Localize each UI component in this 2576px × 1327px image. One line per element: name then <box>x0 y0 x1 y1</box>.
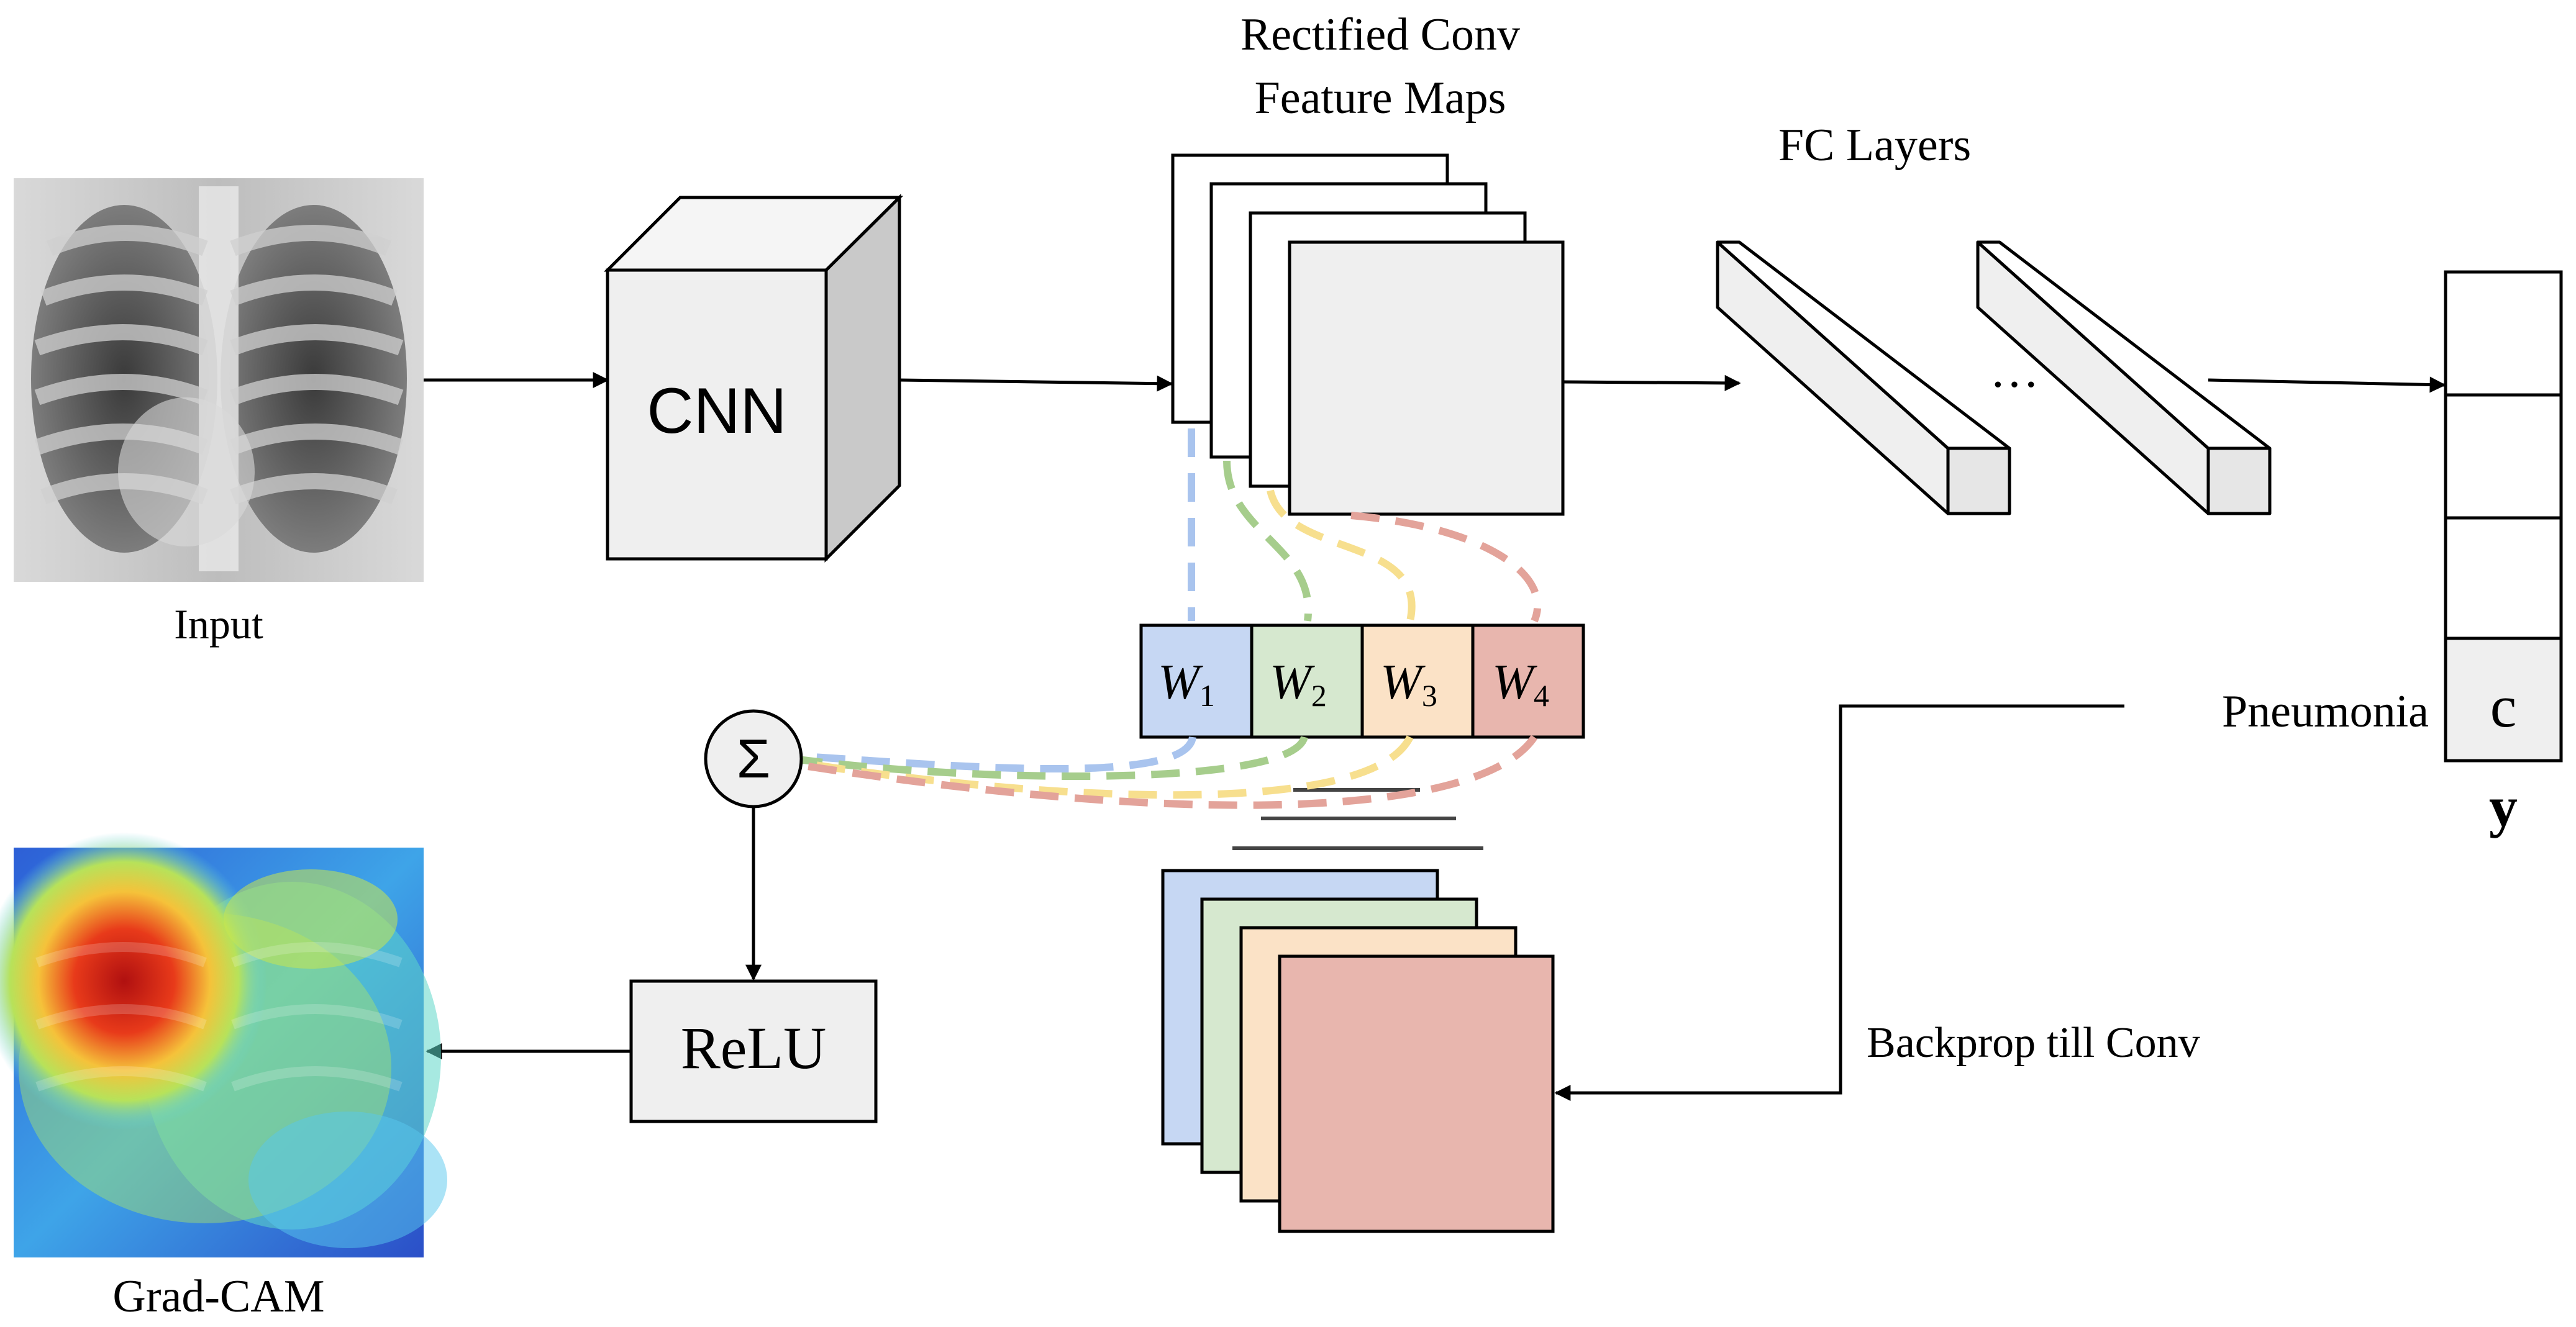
weight-sum-connections <box>783 735 1537 809</box>
cnn-block: CNN <box>603 194 904 563</box>
arrow-maps-fc <box>1563 374 1741 391</box>
weight-w2-label: W2 <box>1270 655 1327 713</box>
weight-w1-label: W1 <box>1158 655 1215 713</box>
relu-label: ReLU <box>681 1015 827 1081</box>
sum-symbol: Σ <box>737 728 770 789</box>
gradcam-label: Grad-CAM <box>112 1271 324 1322</box>
gradient-maps <box>1161 869 1555 1233</box>
weight-w4 <box>1471 623 1585 739</box>
fc-ellipsis: ··· <box>1990 358 2039 412</box>
output-vector <box>2444 270 2563 763</box>
pneumonia-label: Pneumonia <box>2222 686 2429 737</box>
weight-w1 <box>1139 623 1254 739</box>
gradcam-image <box>0 832 447 1257</box>
gap-bars <box>1232 788 1483 850</box>
weight-w4-label: W4 <box>1492 655 1549 713</box>
arrow-cnn-maps <box>899 375 1173 392</box>
output-label-y: y <box>2489 775 2518 838</box>
fc-layer-1 <box>1716 240 2011 515</box>
map-weight-connections <box>1188 428 1542 623</box>
input-image <box>14 178 424 582</box>
weights-row <box>1139 623 1585 739</box>
relu-box <box>629 979 878 1123</box>
cnn-label: CNN <box>647 375 786 447</box>
fc-layer-2 <box>1976 240 2272 515</box>
output-class-c: c <box>2490 673 2517 740</box>
rectified-title-line2: Feature Maps <box>1255 73 1506 124</box>
backprop-arrow <box>1554 704 2124 1101</box>
input-label: Input <box>174 600 263 648</box>
arrow-fc-output <box>2208 376 2446 393</box>
weight-w3-label: W3 <box>1380 655 1437 713</box>
backprop-label: Backprop till Conv <box>1867 1019 2200 1067</box>
fc-layers-label: FC Layers <box>1778 120 1971 171</box>
feature-maps <box>1171 153 1565 516</box>
rectified-title-line1: Rectified Conv <box>1240 9 1520 60</box>
